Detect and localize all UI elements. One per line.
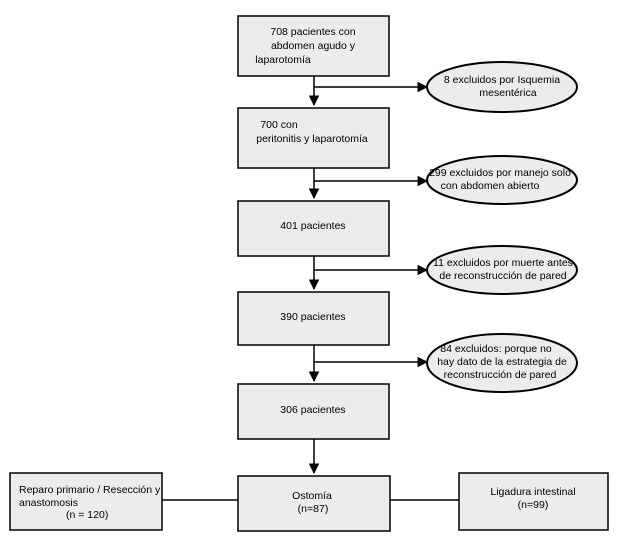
svg-text:306 pacientes: 306 pacientes: [280, 404, 345, 416]
outcome-ostomy: Ostomía(n=87): [237, 475, 391, 532]
svg-text:Reparo primario / Resección ya: Reparo primario / Resección yanastomosis…: [19, 484, 161, 521]
box-390: 390 pacientes: [237, 291, 390, 346]
box-401: 401 pacientes: [237, 200, 390, 257]
box-306: 306 pacientes: [237, 383, 390, 440]
svg-text:Ostomía(n=87): Ostomía(n=87): [292, 490, 332, 515]
svg-text:401 pacientes: 401 pacientes: [280, 220, 345, 232]
svg-text:390 pacientes: 390 pacientes: [280, 311, 345, 323]
svg-text:Ligadura intestinal(n=99): Ligadura intestinal(n=99): [490, 486, 575, 511]
outcome-ligation: Ligadura intestinal(n=99): [458, 472, 609, 531]
